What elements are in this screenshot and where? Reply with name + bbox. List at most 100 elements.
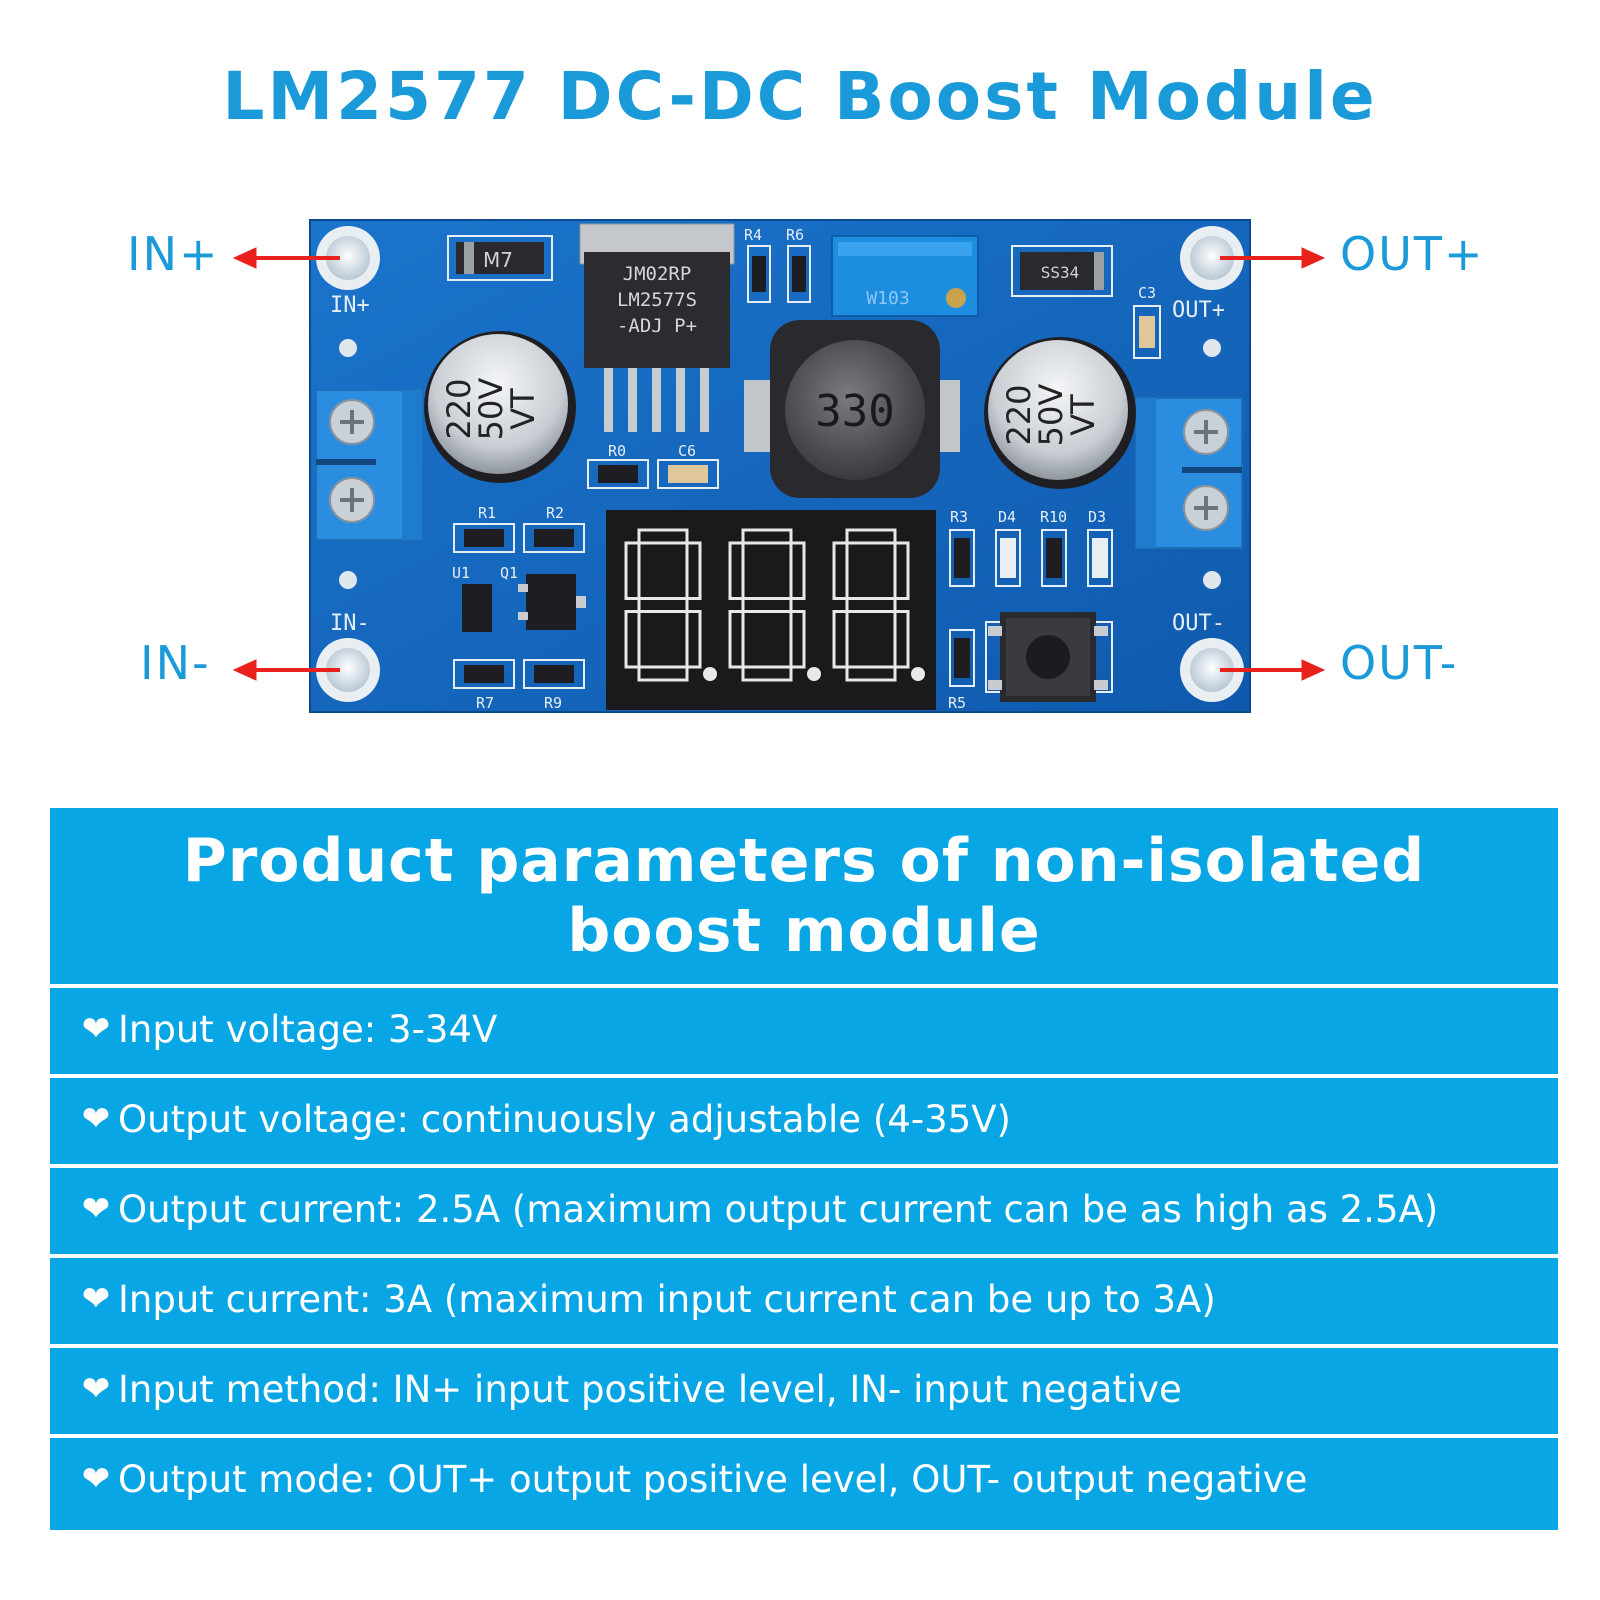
parameter-text: Output voltage: continuously adjustable … [118,1097,1011,1141]
diode-ss34: SS34 [1011,245,1113,297]
display-segment [832,541,849,600]
display-segment [845,665,897,682]
regulator-marking-3: -ADJ P+ [617,315,697,337]
parameter-text: Output mode: OUT+ output positive level,… [118,1457,1308,1501]
silk-out-plus: OUT+ [1172,298,1225,323]
silk-d3: D3 [1088,508,1106,526]
silk-r6: R6 [786,226,804,244]
board-svg: IN+ IN- OUT+ OUT- M7 [232,219,1326,713]
mounting-hole [316,638,380,702]
capacitor-c6 [657,459,719,489]
parameter-text: Input current: 3A (maximum input current… [118,1277,1216,1321]
display-segment [741,665,793,682]
electrolytic-capacitor-right: 220 50V VT [984,337,1136,489]
tactile-switch [985,612,1113,702]
solder-pad [339,571,357,589]
silk-in-minus: IN- [330,611,370,636]
heart-icon: ❤ [81,1279,111,1319]
resistor-r1 [453,523,515,553]
resistor-r0 [587,459,649,489]
display-segment [728,610,745,669]
display-segment [832,610,849,669]
silk-in-plus: IN+ [330,293,370,318]
resistor-r5 [949,629,975,687]
input-terminal-block [315,389,423,541]
output-terminal-block [1135,397,1243,549]
resistor-r9 [523,659,585,689]
label-in-minus: IN- [140,636,211,690]
lm2577-regulator: JM02RP LM2577S -ADJ P+ [579,223,735,432]
mounting-hole [1180,226,1244,290]
display-segment [685,541,702,600]
regulator-marking-1: JM02RP [623,263,692,285]
silk-r2: R2 [546,504,564,522]
display-decimal-point [703,667,717,681]
silk-r9: R9 [544,694,562,712]
silk-q1: Q1 [500,564,518,582]
cap-right-value: 220 [1000,384,1038,445]
resistor-r3 [949,529,975,587]
arrow-in-minus [232,659,340,681]
display-segment [685,610,702,669]
parameter-row: ❤Output voltage: continuously adjustable… [50,1074,1558,1160]
arrow-in-plus [232,247,340,269]
heart-icon: ❤ [81,1189,111,1229]
board-illustration: IN+ IN- OUT+ OUT- [0,170,1600,770]
display-decimal-point [911,667,925,681]
resistor-r6 [787,245,811,303]
parameter-text: Input method: IN+ input positive level, … [118,1367,1182,1411]
resistor-r4 [747,245,771,303]
label-in-plus: IN+ [127,227,220,281]
display-segment [789,610,806,669]
display-segment [741,528,793,545]
mounting-hole [316,226,380,290]
resistor-r2 [523,523,585,553]
regulator-marking-2: LM2577S [617,289,697,311]
label-out-minus: OUT- [1340,636,1459,690]
page-title: LM2577 DC-DC Boost Module [222,58,1378,135]
diode-m7-label: M7 [483,248,513,272]
parameter-row: ❤Input method: IN+ input positive level,… [50,1344,1558,1430]
display-segment [637,665,689,682]
inductor-value: 330 [815,386,894,437]
solder-pad [1203,339,1221,357]
silk-r10: R10 [1040,508,1067,526]
silk-r1: R1 [478,504,496,522]
heart-icon: ❤ [81,1009,111,1049]
display-segment [728,541,745,600]
parameter-row: ❤Input voltage: 3-34V [50,984,1558,1070]
cap-left-series: VT [504,388,542,430]
led-d3 [1087,529,1113,587]
trim-potentiometer: W103 [831,235,979,317]
parameter-text: Input voltage: 3-34V [118,1007,498,1051]
label-out-plus: OUT+ [1340,227,1485,281]
silk-c6: C6 [678,442,696,460]
display-segment [845,597,897,613]
silk-d4: D4 [998,508,1016,526]
cap-left-value: 220 [440,378,478,439]
silk-r7: R7 [476,694,494,712]
potentiometer-marking: W103 [866,288,909,309]
display-segment [624,541,641,600]
parameter-text: Output current: 2.5A (maximum output cur… [118,1187,1439,1231]
display-segment [845,528,897,545]
display-segment [637,597,689,613]
display-segment [893,610,910,669]
heart-icon: ❤ [81,1369,111,1409]
seven-segment-display [606,510,936,710]
arrow-out-plus [1220,247,1326,269]
parameter-row: ❤Output current: 2.5A (maximum output cu… [50,1164,1558,1250]
diode-ss34-label: SS34 [1041,263,1080,282]
parameter-row: ❤Input current: 3A (maximum input curren… [50,1254,1558,1340]
cap-right-voltage: 50V [1032,384,1070,447]
parameter-row: ❤Output mode: OUT+ output positive level… [50,1434,1558,1520]
parameters-panel: Product parameters of non-isolated boost… [50,808,1558,1530]
solder-pad [1203,571,1221,589]
silk-r0: R0 [608,442,626,460]
silk-u1: U1 [452,564,470,582]
resistor-r7 [453,659,515,689]
mounting-hole [1180,638,1244,702]
silk-r3: R3 [950,508,968,526]
silk-out-minus: OUT- [1172,611,1225,636]
capacitor-c3 [1133,305,1161,359]
